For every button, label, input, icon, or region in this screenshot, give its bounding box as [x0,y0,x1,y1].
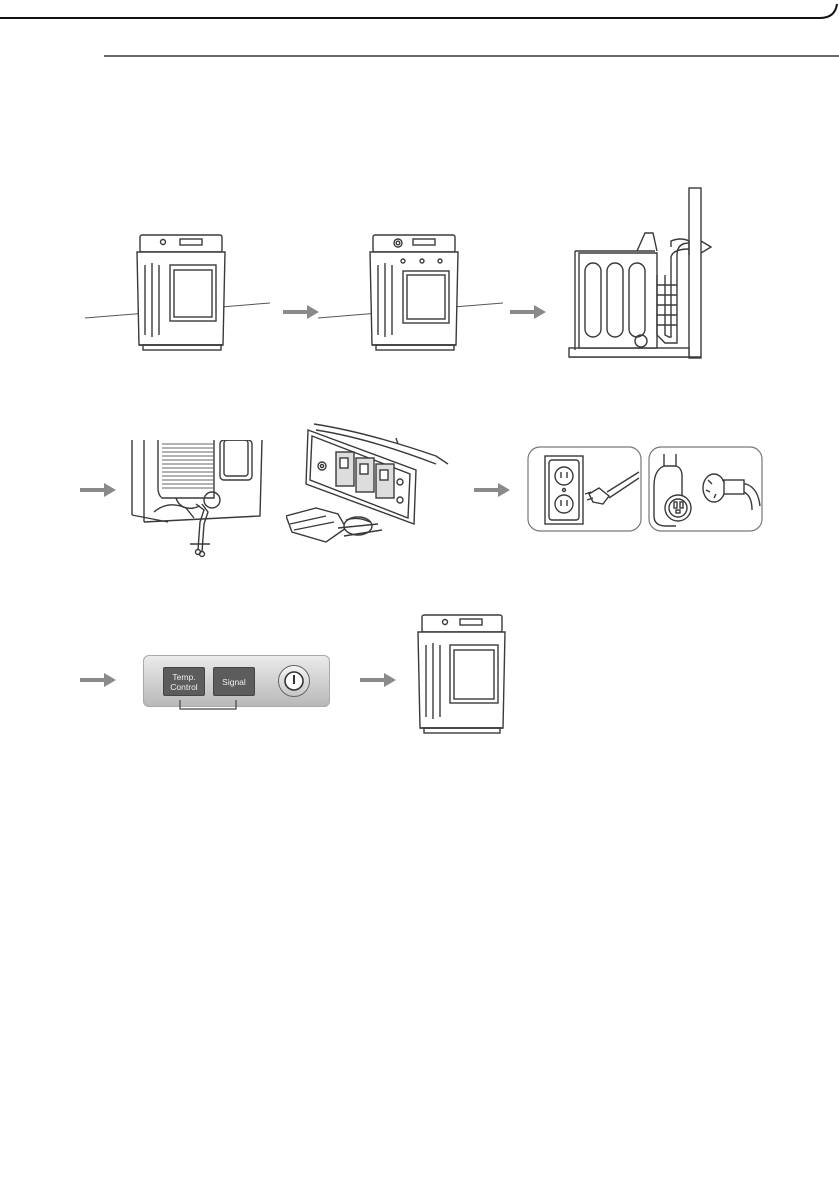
dryer-vent-side-icon [565,185,725,363]
button-bracket [178,700,240,712]
dryer-icon [318,225,503,365]
power-button[interactable] [278,665,310,697]
arrow-right-icon [80,673,116,687]
dryer-icon [85,225,270,360]
dryer-rear-cord-icon [128,440,268,565]
plug-icon [648,446,763,532]
arrow-right-icon [510,305,546,319]
page-corner-rule [0,0,839,60]
temp-control-label-2: Control [164,682,204,692]
arrow-right-icon [474,483,510,497]
signal-button[interactable]: Signal [213,667,255,696]
arrow-right-icon [283,305,319,319]
power-icon [279,666,309,696]
temp-control-label-1: Temp. [164,672,204,682]
arrow-right-icon [80,483,116,497]
terminal-block-icon [286,420,451,555]
outlet-icon [527,446,642,532]
signal-label: Signal [222,677,246,687]
dryer-icon [360,605,545,740]
temp-control-button[interactable]: Temp. Control [163,667,205,696]
